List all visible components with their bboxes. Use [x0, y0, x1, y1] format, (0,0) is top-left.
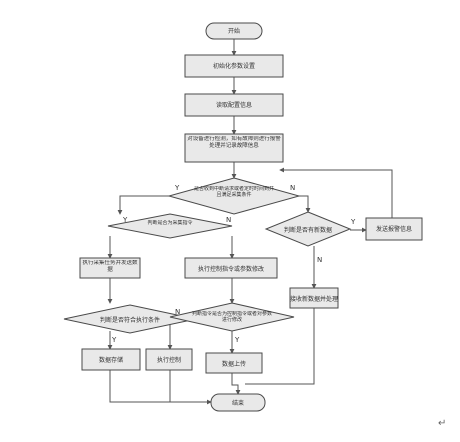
- label-result1: 数据存储: [99, 356, 123, 364]
- label-process2: 执行控制指令或参数修改: [198, 265, 264, 273]
- node-start: 开始: [205, 22, 263, 40]
- label-step3: 对设备进行检测，如有故障则进行报警处理并记录故障信息: [187, 136, 281, 149]
- node-step2: 读取配置信息: [184, 93, 284, 117]
- branch-label-yes-5: Y: [111, 336, 117, 344]
- node-decision4: 判断指令是否为控制指令或者对参数进行修改: [169, 302, 295, 332]
- edge-decision1-decision3: [299, 195, 311, 213]
- label-decision5: 判断是否符合执行条件: [100, 316, 160, 324]
- paragraph-mark: ↵: [438, 418, 447, 429]
- node-end: 结束: [210, 393, 266, 412]
- label-decision2: 判断是否为采集指令: [147, 220, 193, 226]
- branch-labels: Y N Y N Y N Y N Y: [111, 184, 356, 344]
- branch-label-no-5: N: [175, 308, 180, 316]
- label-process1: 执行采集任务并发送数据: [82, 260, 138, 273]
- edge-result3-end: [231, 373, 241, 395]
- label-decision3: 判断是否有新数据: [284, 226, 332, 234]
- node-result2: 执行控制: [145, 348, 193, 371]
- node-process2: 执行控制指令或参数修改: [184, 257, 278, 279]
- node-process1: 执行采集任务并发送数据: [79, 257, 141, 279]
- edge-result1-end: [109, 370, 212, 405]
- branch-label-no-2: N: [226, 216, 231, 224]
- node-result3: 数据上传: [205, 352, 263, 374]
- node-decision5: 判断是否符合执行条件: [63, 304, 197, 334]
- node-process4: 接收新数据并处理: [289, 287, 339, 309]
- node-decision3: 判断是否有新数据: [264, 211, 352, 247]
- node-step3: 对设备进行检测，如有故障则进行报警处理并记录故障信息: [184, 133, 284, 163]
- label-step1: 初始化参数设置: [213, 62, 255, 70]
- edge-process4-end: [245, 308, 315, 385]
- edge-decision1-decision2: [117, 195, 169, 215]
- branch-label-no-3: N: [317, 256, 322, 264]
- label-step2: 读取配置信息: [216, 101, 252, 109]
- label-result3: 数据上传: [222, 360, 246, 368]
- branch-label-no-1: N: [290, 184, 295, 192]
- label-start: 开始: [228, 27, 240, 35]
- node-decision2: 判断是否为采集指令: [107, 213, 233, 239]
- label-result2: 执行控制: [157, 356, 181, 364]
- node-result1: 数据存储: [81, 348, 141, 371]
- branch-label-yes-2: Y: [122, 216, 128, 224]
- node-process3: 发送报警信息: [365, 217, 423, 241]
- label-process3: 发送报警信息: [376, 225, 412, 233]
- node-decision1: 是否收到中断请求或者定时时间到并且满足采集条件: [167, 177, 301, 215]
- branch-label-yes-1: Y: [174, 184, 180, 192]
- connectors: [107, 39, 393, 405]
- branch-label-yes-4: Y: [234, 336, 240, 344]
- label-end: 结束: [232, 399, 244, 407]
- node-step1: 初始化参数设置: [184, 54, 284, 78]
- edge-process3-loop: [279, 167, 393, 218]
- label-process4: 接收新数据并处理: [290, 295, 338, 303]
- label-decision1: 是否收到中断请求或者定时时间到并且满足采集条件: [193, 186, 274, 198]
- label-decision4: 判断指令是否为控制指令或者对参数进行修改: [191, 311, 272, 323]
- branch-label-yes-3: Y: [350, 218, 356, 226]
